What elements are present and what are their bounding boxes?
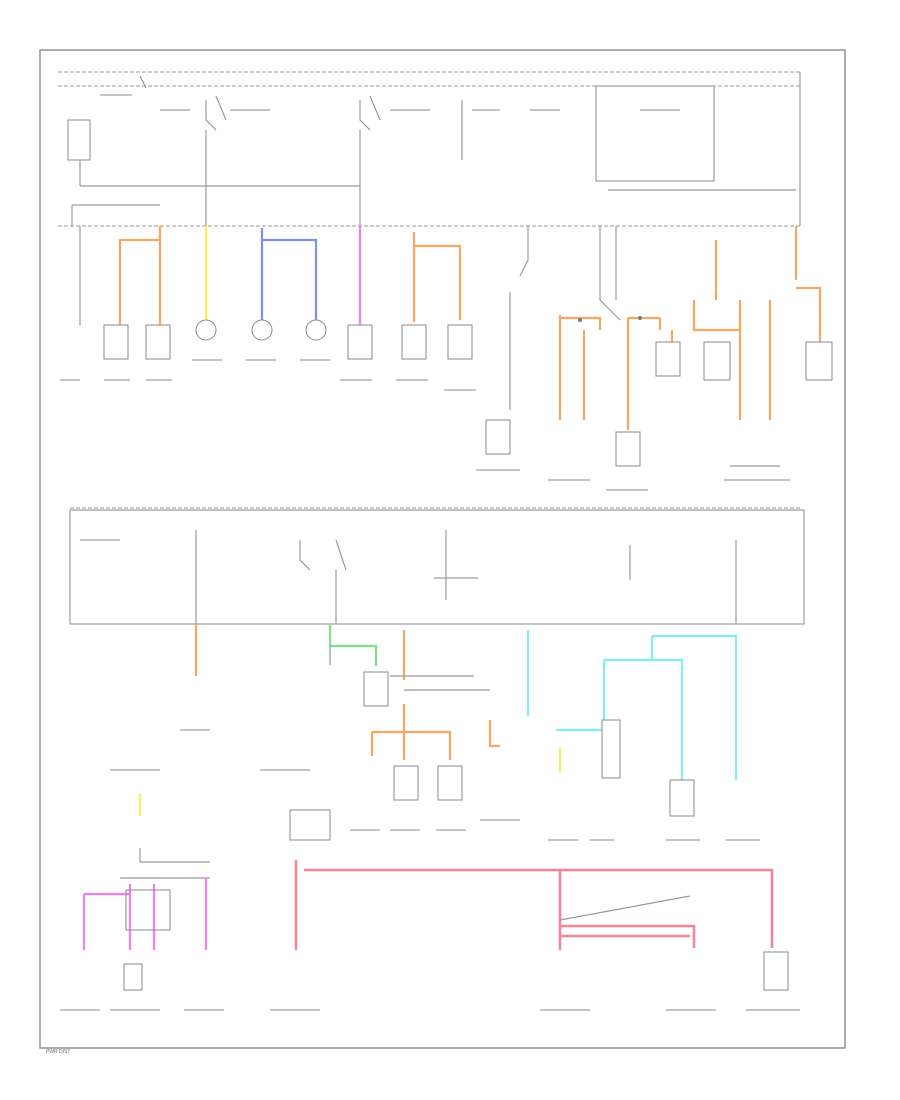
bottom-left-circuits [82,848,210,950]
top-load-components [103,316,833,467]
top-feed-circuits [79,226,822,467]
label-marks [60,94,800,1011]
lower-feed-circuits [138,624,738,816]
instrument-panel-fuse-block [69,507,805,625]
underhood-fuse-block [58,71,801,227]
red-circuits [294,860,774,950]
lower-load-components [123,671,789,991]
top-relay-switches [139,75,463,226]
diagram-corner-label: PWR DIST [46,1049,70,1055]
diagram-frame [39,49,846,1049]
